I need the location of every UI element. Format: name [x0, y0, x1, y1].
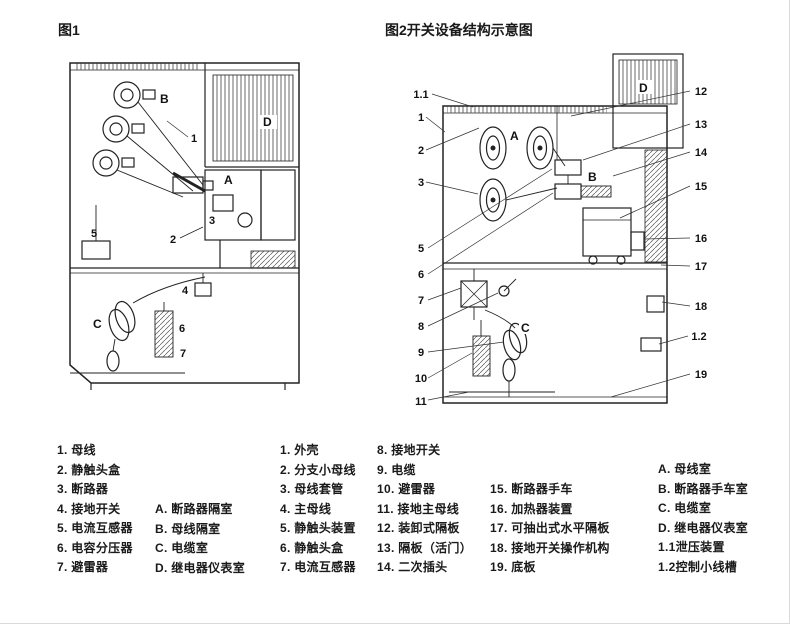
fig2-callout-14: 14 — [695, 147, 708, 159]
fig2-callout-1-1: 1.1 — [413, 89, 428, 101]
legend-item: B. 母线隔室 — [155, 521, 221, 536]
fig2-callout-13: 13 — [695, 119, 707, 131]
legend-item: 10. 避雷器 — [377, 482, 436, 496]
legend-item: 3. 断路器 — [57, 482, 109, 496]
fig2-legend-col3: 15. 断路器手车 16. 加热器装置 17. 可抽出式水平隔板 18. 接地开… — [490, 480, 610, 578]
fig2-callout-10: 10 — [415, 373, 427, 385]
fig1-breaker-compartment — [81, 169, 296, 268]
legend-item: 1.2控制小线槽 — [658, 559, 738, 574]
fig2-leader-lines — [425, 90, 691, 401]
fig1-label-A: A — [224, 173, 233, 187]
legend-item: 17. 可抽出式水平隔板 — [490, 521, 610, 535]
fig2-letter-C: C — [521, 321, 530, 335]
legend-item: 1. 母线 — [57, 443, 96, 457]
legend-item: D. 继电器仪表室 — [155, 560, 246, 575]
fig1-label-7: 7 — [180, 348, 186, 360]
fig1-label-C: C — [93, 317, 102, 331]
legend-item: A. 断路器隔室 — [155, 502, 233, 516]
legend-item: 5. 电流互感器 — [57, 521, 133, 535]
fig1-label-4: 4 — [182, 285, 189, 297]
legend-item: 16. 加热器装置 — [490, 501, 573, 516]
fig1-busbar-bushings — [92, 81, 206, 198]
fig1-diagram: B 1 D A 5 2 3 4 C 6 7 — [69, 62, 300, 390]
fig2-legend-col4: A. 母线室 B. 断路器手车室 C. 电缆室 D. 继电器仪表室 1.1泄压装… — [658, 460, 748, 577]
fig1-label-1: 1 — [191, 133, 197, 145]
legend-item: 7. 电流互感器 — [280, 560, 356, 574]
legend-item: 6. 静触头盒 — [280, 540, 344, 555]
fig2-callout-5: 5 — [418, 243, 424, 255]
fig2-callout-16: 16 — [695, 233, 707, 245]
fig2-busbar-room — [479, 126, 566, 222]
fig2-callout-9: 9 — [418, 347, 424, 359]
fig1-leader-1 — [166, 120, 189, 138]
fig1-title: 图1 — [58, 22, 80, 38]
fig2-callout-17: 17 — [695, 261, 707, 273]
fig2-callout-1-2: 1.2 — [691, 331, 706, 343]
legend-item: 6. 电容分压器 — [57, 540, 133, 555]
fig1-cabinet-outline — [69, 62, 300, 384]
fig1-lower-compartment — [70, 250, 299, 390]
legend-item: C. 电缆室 — [658, 501, 712, 515]
legend-item: 1. 外壳 — [280, 443, 319, 457]
fig2-cable-room — [443, 269, 667, 398]
legend-item: 14. 二次插头 — [377, 560, 448, 574]
legend-item: 9. 电缆 — [377, 462, 416, 477]
fig1-label-3: 3 — [209, 215, 215, 227]
legend-item: 12. 装卸式隔板 — [377, 521, 460, 535]
fig2-label-backgrounds — [519, 80, 652, 334]
fig2-callout-11: 11 — [415, 396, 427, 408]
legend-item: 11. 接地主母线 — [377, 501, 460, 516]
fig2-callout-15: 15 — [695, 181, 707, 193]
legend-item: 5. 静触头装置 — [280, 521, 356, 535]
legend-item: 7. 避雷器 — [57, 560, 109, 574]
fig1-legend-items: 1. 母线 2. 静触头盒 3. 断路器 4. 接地开关 5. 电流互感器 6.… — [57, 441, 133, 578]
legend-item: 2. 分支小母线 — [280, 462, 356, 477]
legend-item: 19. 底板 — [490, 560, 536, 574]
fig1-label-6: 6 — [179, 323, 185, 335]
fig2-callout-18: 18 — [695, 301, 707, 313]
fig2-callout-3: 3 — [418, 177, 424, 189]
fig2-letter-D: D — [639, 81, 648, 95]
fig1-label-2: 2 — [170, 234, 176, 246]
fig1-legend-rooms: A. 断路器隔室 B. 母线隔室 C. 电缆室 D. 继电器仪表室 — [155, 500, 245, 578]
legend-item: 1.1泄压装置 — [658, 540, 725, 554]
fig1-label-D: D — [263, 115, 272, 129]
fig2-callout-7: 7 — [418, 295, 424, 307]
fig2-breaker-room — [443, 149, 668, 270]
legend-item: 4. 接地开关 — [57, 501, 121, 516]
fig2-callout-2: 2 — [418, 145, 424, 157]
fig2-callout-6: 6 — [418, 269, 424, 281]
fig1-label-B: B — [160, 92, 169, 106]
legend-item: 3. 母线套管 — [280, 482, 344, 496]
fig2-letter-B: B — [588, 170, 597, 184]
fig2-title: 图2开关设备结构示意图 — [385, 22, 533, 38]
legend-item: 8. 接地开关 — [377, 443, 441, 457]
legend-item: 4. 主母线 — [280, 501, 332, 516]
legend-item: 2. 静触头盒 — [57, 462, 121, 477]
legend-item: B. 断路器手车室 — [658, 481, 749, 496]
fig2-callout-1: 1 — [418, 112, 424, 124]
fig2-callout-12: 12 — [695, 86, 707, 98]
legend-item: A. 母线室 — [658, 462, 712, 476]
legend-item: 18. 接地开关操作机构 — [490, 540, 610, 555]
fig2-callout-19: 19 — [695, 369, 707, 381]
fig2-legend-col2: 8. 接地开关 9. 电缆 10. 避雷器 11. 接地主母线 12. 装卸式隔… — [377, 441, 472, 578]
legend-item: 13. 隔板（活门） — [377, 540, 473, 555]
fig1-label-backgrounds — [206, 115, 277, 227]
fig2-legend-col1: 1. 外壳 2. 分支小母线 3. 母线套管 4. 主母线 5. 静触头装置 6… — [280, 441, 356, 578]
fig2-letter-A: A — [510, 129, 519, 143]
fig2-diagram: 1.1 1 2 3 5 6 7 8 9 10 11 12 13 14 15 16… — [413, 53, 708, 408]
legend-item: D. 继电器仪表室 — [658, 520, 749, 535]
fig2-callout-8: 8 — [418, 321, 424, 333]
legend-item: C. 电缆室 — [155, 541, 209, 555]
legend-item: 15. 断路器手车 — [490, 482, 573, 496]
fig1-label-5: 5 — [91, 228, 97, 240]
